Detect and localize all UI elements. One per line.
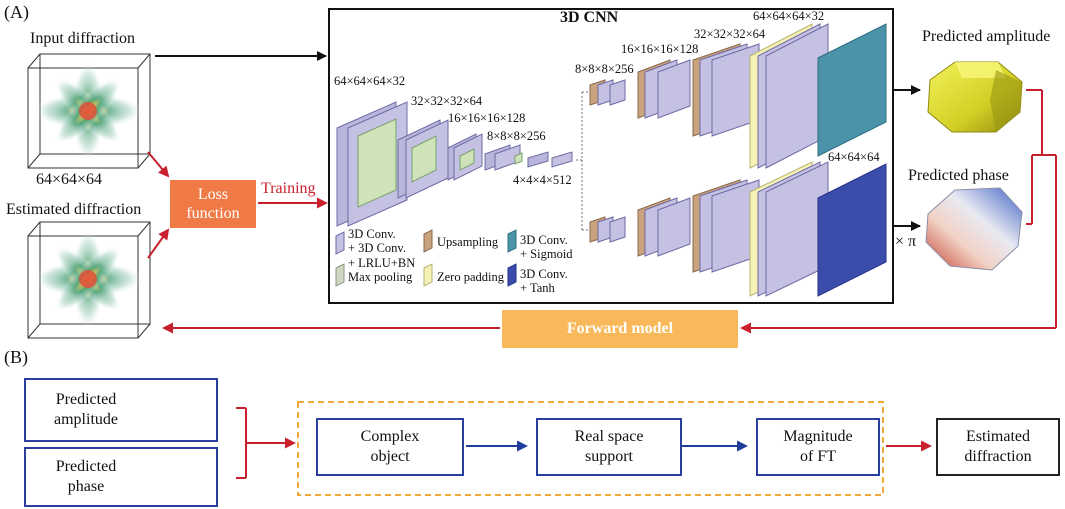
pred-amplitude-box: Predicted amplitude: [24, 378, 218, 442]
panel-a-tag: (A): [4, 2, 29, 22]
legend-zero-padding: Zero padding: [437, 270, 504, 284]
estimated-diffraction-box: Estimated diffraction: [936, 418, 1060, 476]
legend-conv-tanh: 3D Conv. + Tanh: [520, 267, 568, 296]
complex-object-box: Complex object: [316, 418, 464, 476]
predicted-phase-label: Predicted phase: [908, 167, 1009, 184]
predicted-amplitude-label: Predicted amplitude: [922, 28, 1051, 45]
feedback-loop: [162, 89, 1057, 334]
dec-dim-1: 8×8×8×256: [575, 62, 634, 76]
decoder-amplitude-blocks: [589, 23, 887, 169]
enc-dim-2: 32×32×32×64: [411, 94, 483, 108]
input-dims-label: 64×64×64: [36, 171, 103, 188]
times-pi-label: × π: [895, 233, 917, 250]
enc-dim-5: 4×4×4×512: [513, 173, 572, 187]
legend-conv-sigmoid: 3D Conv. + Sigmoid: [520, 233, 573, 262]
loss-line2: function: [186, 205, 240, 222]
panel-b-tag: (B): [4, 347, 28, 367]
legend-conv-lrlu: 3D Conv. + 3D Conv. + LRLU+BN: [348, 227, 416, 270]
real-space-support-box: Real space support: [536, 418, 682, 476]
dec-dim-3: 32×32×32×64: [694, 27, 766, 41]
branch-connector: [581, 91, 590, 231]
forward-model-dashed-box: [297, 401, 884, 496]
legend-max-pooling: Max pooling: [348, 270, 413, 284]
input-diffraction-label: Input diffraction: [30, 30, 136, 47]
encoder-blocks: [336, 101, 582, 227]
input-diffraction-cube: [27, 53, 151, 169]
dec-dim-2: 16×16×16×128: [621, 42, 699, 56]
phase-output-dims: 64×64×64: [828, 150, 880, 164]
training-label: Training: [261, 180, 316, 197]
estimated-to-loss-arrow: [147, 228, 170, 259]
enc-dim-1: 64×64×64×32: [334, 74, 406, 88]
estimated-diffraction-label: Estimated diffraction: [6, 201, 142, 218]
loss-line1: Loss: [197, 185, 229, 203]
pred-phase-box: Predicted phase: [24, 447, 218, 507]
input-to-loss-arrow: [147, 151, 170, 178]
legend-upsampling: Upsampling: [437, 235, 499, 249]
forward-model-box: Forward model: [502, 310, 738, 348]
decoder-phase-blocks: [589, 161, 887, 297]
enc-dim-3: 16×16×16×128: [448, 111, 526, 125]
magnitude-ft-box: Magnitude of FT: [756, 418, 880, 476]
predicted-phase-shape: [925, 187, 1023, 271]
enc-dim-4: 8×8×8×256: [487, 129, 546, 143]
predicted-amplitude-shape: [927, 61, 1023, 133]
estimated-diffraction-cube: [27, 221, 151, 339]
panel-b-connectors: [236, 407, 932, 479]
loss-function-box: Loss function: [170, 180, 256, 228]
cnn-title: 3D CNN: [560, 9, 619, 26]
dec-dim-4: 64×64×64×32: [753, 9, 825, 23]
legend-swatches: [335, 229, 517, 287]
